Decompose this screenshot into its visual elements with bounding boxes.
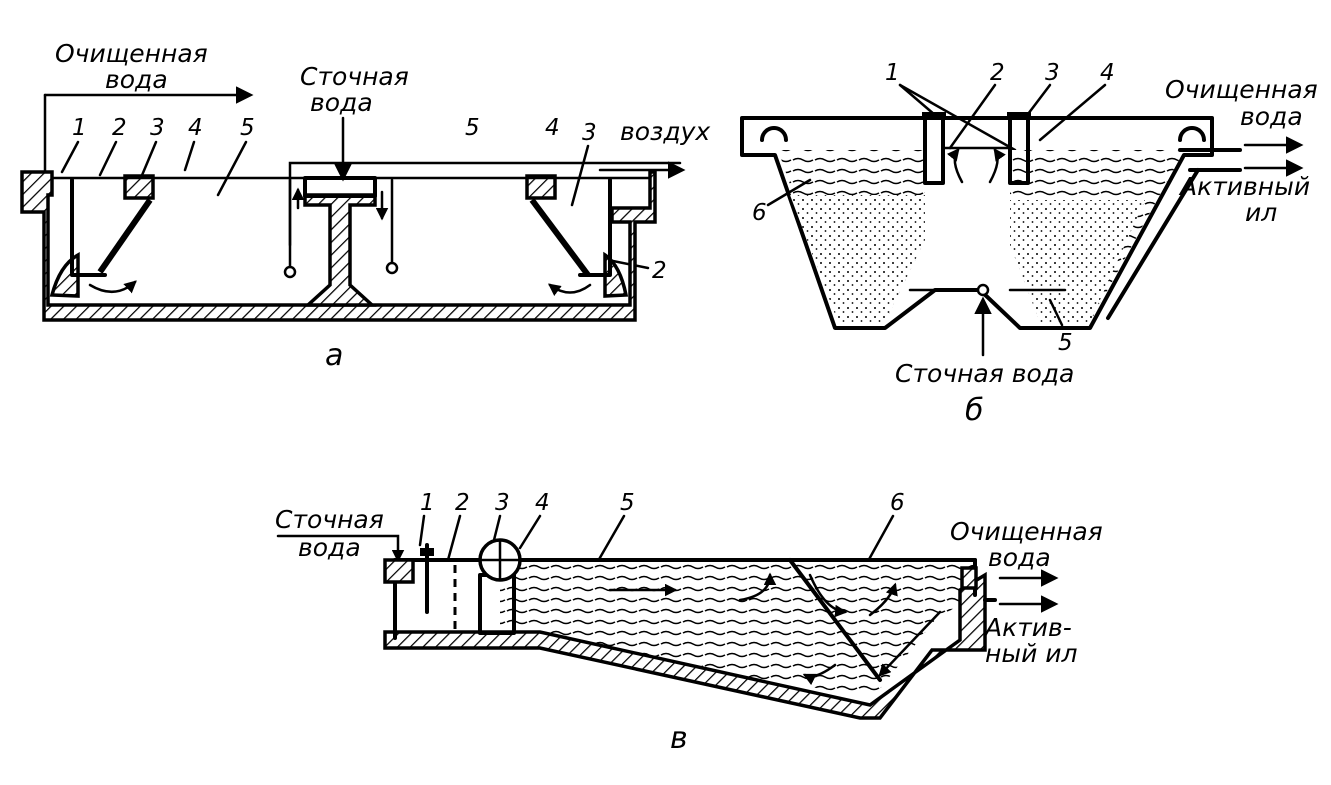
v-outlet-box <box>960 566 978 590</box>
v-label-1: 1 <box>420 490 435 516</box>
a-wastewater-line1: Сточная <box>300 62 409 91</box>
v-wastewater-arrow <box>276 534 405 563</box>
a-flow-right <box>547 283 592 296</box>
a-leader-1 <box>60 140 80 174</box>
a-aerator-left <box>283 265 297 279</box>
v-flow-up <box>738 572 777 602</box>
v-label-4: 4 <box>535 490 550 516</box>
b-weir-right <box>1178 126 1206 142</box>
b-cap-left <box>922 112 946 120</box>
v-leader-4 <box>518 514 542 550</box>
b-sludge-left <box>790 195 925 322</box>
v-pipe-1-cap <box>420 548 434 556</box>
a-treated-water-line2: вода <box>105 65 168 94</box>
b-sludge-right <box>1010 200 1145 322</box>
v-settler-partition <box>788 558 882 682</box>
b-label-2: 2 <box>990 60 1005 86</box>
v-water <box>500 560 975 695</box>
a-caption: а <box>325 338 343 373</box>
a-leader-2-right <box>606 258 650 270</box>
a-central-partition <box>303 193 377 307</box>
v-active-sludge-line1: Актив- <box>983 613 1072 642</box>
a-duct-right <box>525 174 557 200</box>
a-baffle-right <box>529 198 591 277</box>
a-tank-body <box>20 170 657 322</box>
b-active-sludge-line1: Активный <box>1178 172 1310 201</box>
b-flow-left <box>946 148 964 184</box>
a-aerator-right <box>385 261 399 275</box>
v-label-5: 5 <box>620 490 635 516</box>
a-label-4: 4 <box>188 115 203 141</box>
a-inner-channel-left <box>70 178 107 277</box>
b-leader-6 <box>766 178 812 207</box>
v-inlet-box <box>383 558 415 584</box>
a-leader-3 <box>138 140 158 182</box>
b-treated-water-line2: вода <box>1240 102 1303 131</box>
v-settle-arrow-1 <box>808 573 848 618</box>
b-label-3: 3 <box>1045 60 1060 86</box>
a-distribution-trough <box>303 176 377 198</box>
a-flow-left <box>88 280 137 294</box>
b-label-1: 1 <box>885 60 900 86</box>
v-leader-1 <box>418 514 426 547</box>
v-settle-arrow-2 <box>868 582 898 617</box>
a-duct-left <box>123 174 155 200</box>
diagram-a: Очищенная вода Сточная вода воздух 1 2 3… <box>20 39 710 373</box>
v-active-sludge-line2: ный ил <box>985 639 1078 668</box>
v-label-3: 3 <box>495 490 510 516</box>
v-label-6: 6 <box>890 490 905 516</box>
a-label-4-right: 4 <box>545 115 560 141</box>
b-column-left <box>923 116 945 185</box>
v-return-arrow <box>802 663 837 686</box>
a-treated-water-line1: Очищенная <box>55 39 208 68</box>
b-label-5: 5 <box>1058 330 1073 356</box>
a-label-2-right: 2 <box>652 258 667 284</box>
a-wastewater-line2: вода <box>310 88 373 117</box>
v-treated-water-line2: вода <box>988 543 1051 572</box>
v-treated-water-line1: Очищенная <box>950 517 1103 546</box>
a-label-2: 2 <box>112 115 127 141</box>
b-sludge-pipe <box>1106 168 1200 320</box>
v-leader-2 <box>446 514 462 562</box>
b-active-sludge-line2: ил <box>1245 198 1277 227</box>
a-leader-5 <box>216 140 248 197</box>
v-wastewater-line2: вода <box>298 533 361 562</box>
a-leader-2 <box>98 140 118 177</box>
v-wastewater-line1: Сточная <box>275 505 384 534</box>
a-label-5: 5 <box>240 115 255 141</box>
b-leader-5 <box>1048 298 1064 327</box>
a-air-label: воздух <box>620 117 710 146</box>
b-caption: б <box>965 393 984 428</box>
a-label-3: 3 <box>150 115 165 141</box>
a-leader-3-right <box>570 144 590 207</box>
a-label-5-right: 5 <box>465 115 480 141</box>
v-sludge-arrow <box>878 610 942 677</box>
b-flow-right <box>988 147 1006 184</box>
a-label-1: 1 <box>72 115 87 141</box>
a-label-3-right: 3 <box>582 120 597 146</box>
v-label-2: 2 <box>455 490 470 516</box>
v-caption: в <box>670 721 688 756</box>
a-leader-4 <box>183 140 196 172</box>
diagram-b: 1 2 3 4 5 <box>740 60 1318 428</box>
b-weir-left <box>760 126 788 142</box>
diagram-v: Сточная вода 1 2 3 4 5 6 <box>275 490 1103 756</box>
b-cap-right <box>1007 112 1031 120</box>
a-inner-channel-right <box>578 178 612 277</box>
b-leader-4 <box>1038 83 1107 142</box>
v-tank-floor <box>383 571 987 720</box>
a-baffle-left <box>97 198 153 274</box>
b-leader-1a <box>898 83 937 117</box>
b-wastewater-label: Сточная вода <box>895 359 1074 388</box>
b-label-4: 4 <box>1100 60 1115 86</box>
b-label-6: 6 <box>752 200 767 226</box>
b-treated-water-line1: Очищенная <box>1165 75 1318 104</box>
b-inlet-nozzle <box>976 283 990 297</box>
